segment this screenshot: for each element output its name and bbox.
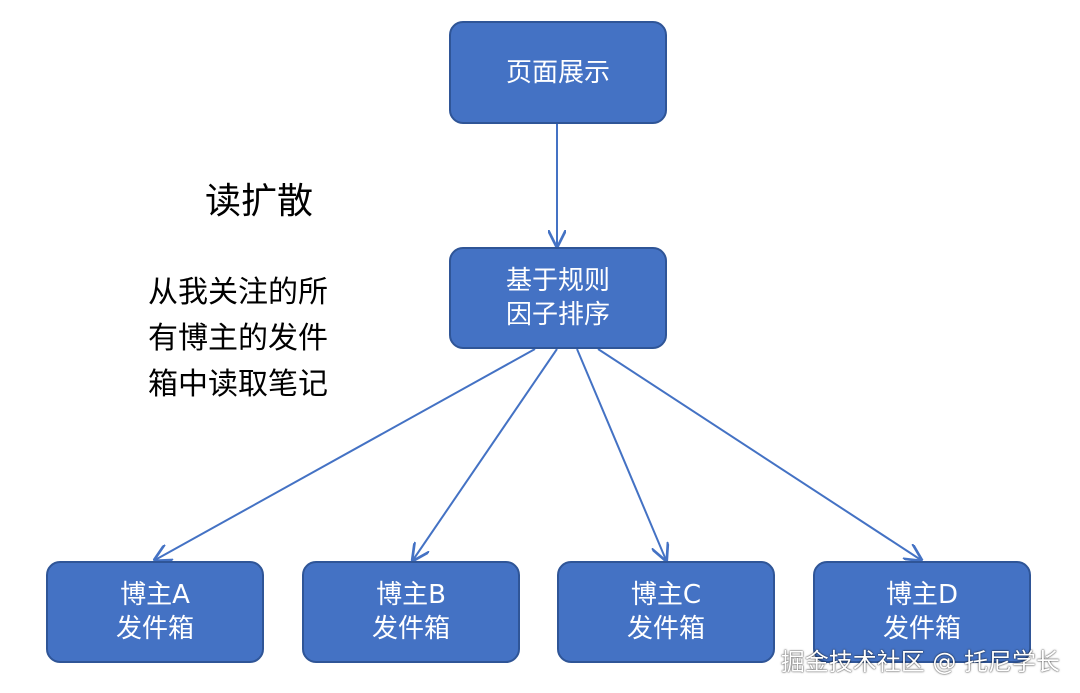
edge-d-to-rank: [597, 348, 921, 560]
outbox-c-line-2: 发件箱: [626, 614, 705, 644]
outbox-node-d: 博主D 发件箱: [813, 561, 1031, 663]
outbox-node-b: 博主B 发件箱: [302, 561, 520, 663]
outbox-b-line-1: 博主B: [376, 580, 446, 610]
rank-node-line-1: 基于规则: [505, 266, 610, 296]
watermark: 掘金技术社区 @ 托尼学长: [780, 648, 1060, 676]
edge-b-to-rank: [413, 348, 558, 560]
description-line-2: 有博主的发件: [148, 321, 328, 356]
description-line-3: 箱中读取笔记: [148, 367, 328, 402]
rank-node-line-2: 因子排序: [505, 300, 610, 330]
outbox-node-a: 博主A 发件箱: [46, 561, 264, 663]
display-node: 页面展示: [449, 21, 667, 124]
edge-a-to-rank: [155, 348, 536, 560]
description-line-1: 从我关注的所: [148, 275, 328, 310]
outbox-d-line-1: 博主D: [885, 580, 959, 610]
outbox-d-line-2: 发件箱: [882, 614, 961, 644]
diagram-title: 读扩散: [205, 181, 314, 222]
edge-c-to-rank: [576, 348, 666, 560]
outbox-a-line-2: 发件箱: [115, 614, 194, 644]
diagram-description: 从我关注的所 有博主的发件 箱中读取笔记: [148, 270, 328, 408]
display-node-label: 页面展示: [505, 57, 610, 88]
outbox-node-c: 博主C 发件箱: [557, 561, 775, 663]
outbox-a-line-1: 博主A: [120, 580, 190, 610]
outbox-c-line-1: 博主C: [630, 580, 702, 610]
outbox-b-line-2: 发件箱: [371, 614, 450, 644]
rank-node: 基于规则 因子排序: [449, 247, 667, 349]
